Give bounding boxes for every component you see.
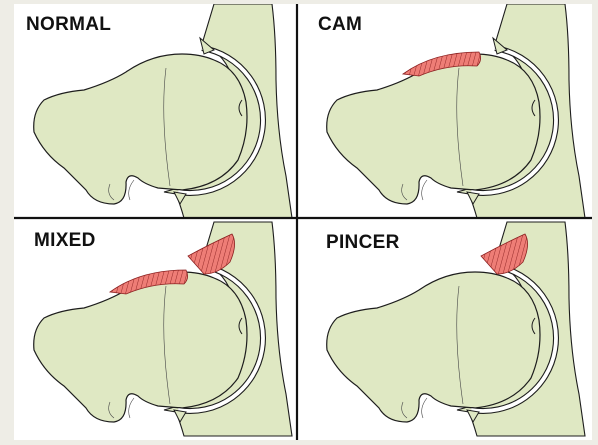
hip-joint-drawing [34, 4, 292, 218]
panel-mixed [34, 222, 292, 436]
panel-label-pincer: PINCER [326, 232, 400, 254]
panel-pincer [327, 222, 585, 436]
hip-joint-drawing [327, 222, 585, 436]
diagram-canvas [14, 4, 592, 440]
panel-normal [34, 4, 292, 218]
panel-cam [327, 4, 585, 218]
panel-label-normal: NORMAL [26, 14, 111, 36]
panel-label-cam: CAM [318, 14, 362, 36]
panel-label-mixed: MIXED [34, 230, 96, 252]
fai-types-figure: NORMAL CAM MIXED PINCER [14, 4, 592, 440]
hip-joint-drawing [327, 4, 585, 218]
hip-joint-drawing [34, 222, 292, 436]
